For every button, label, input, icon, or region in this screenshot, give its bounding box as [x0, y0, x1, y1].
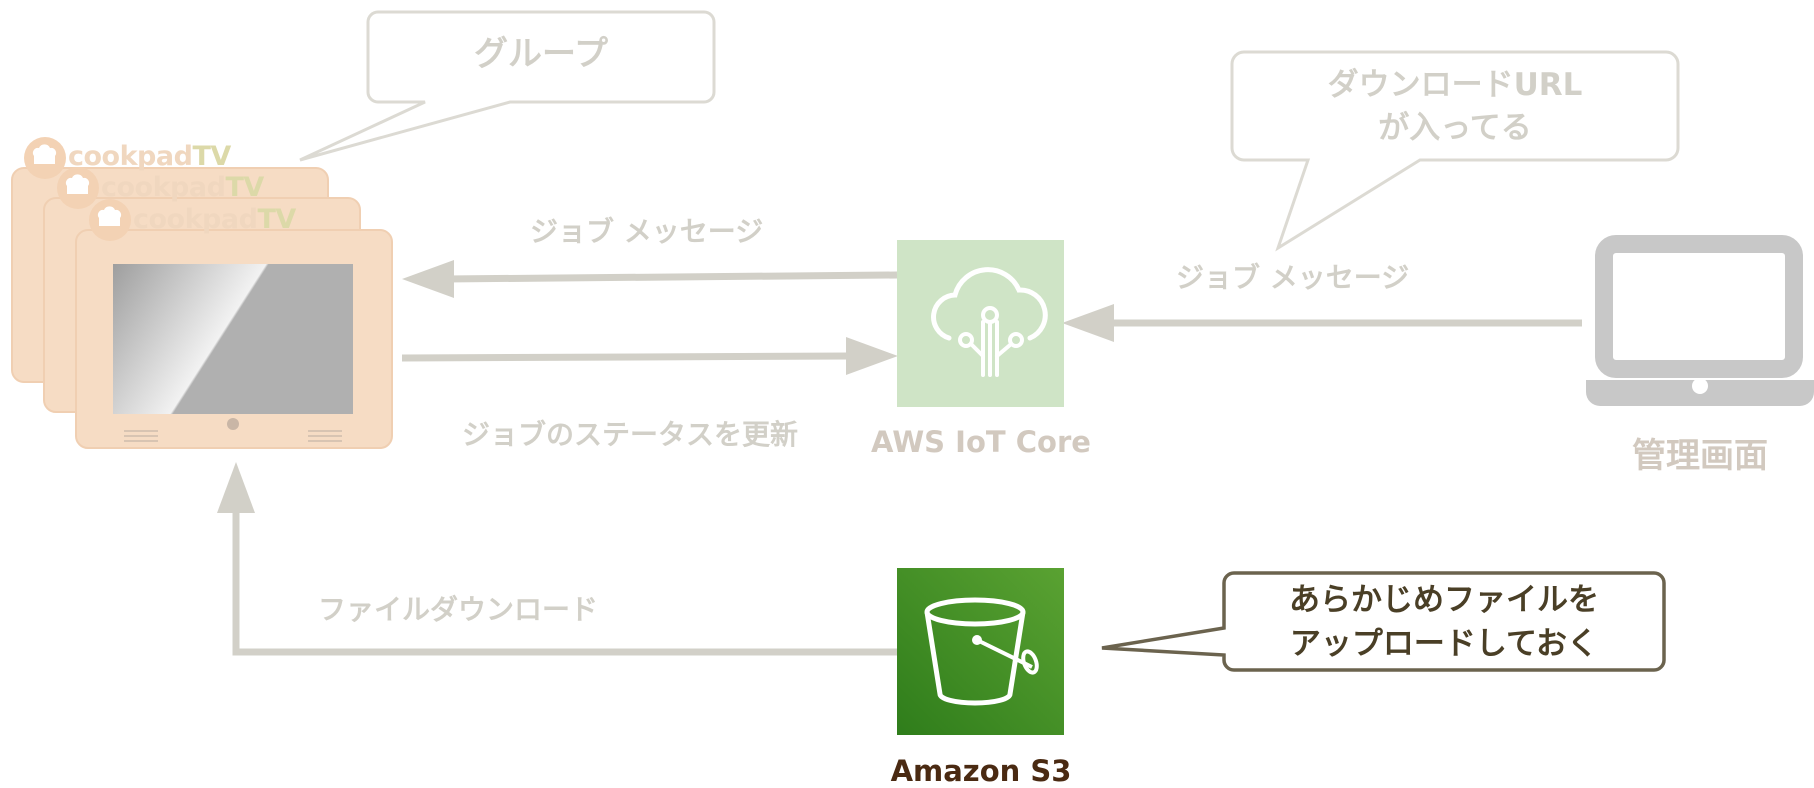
device-screen: [113, 264, 353, 414]
iot-core-icon: [897, 240, 1064, 407]
cookpad-tv-logo-1: [24, 137, 66, 179]
laptop-icon: [1586, 235, 1814, 406]
device-brand-2: cookpadTV: [101, 172, 264, 203]
label-job-status-update: ジョブのステータスを更新: [462, 418, 799, 451]
download-url-line2: が入ってる: [1378, 110, 1532, 147]
download-url-line1: ダウンロードURL: [1327, 67, 1583, 103]
device-stack: [11, 137, 393, 449]
iot-core-label: AWS IoT Core: [871, 425, 1091, 459]
admin-label: 管理画面: [1632, 436, 1768, 476]
group-bubble-text: グループ: [474, 34, 608, 74]
download-url-bubble-text: ダウンロードURL が入ってる: [1234, 64, 1676, 151]
device-speaker-left: [124, 430, 158, 442]
cookpad-tv-logo-3: [89, 199, 131, 241]
upload-bubble-text: あらかじめファイルを アップロードしておく: [1226, 578, 1662, 666]
arrow-file-download: [217, 462, 897, 656]
label-job-message-to-device: ジョブ メッセージ: [530, 215, 764, 248]
upload-line1: あらかじめファイルを: [1289, 582, 1599, 618]
device-front: [75, 229, 393, 449]
label-job-message-from-admin: ジョブ メッセージ: [1176, 261, 1410, 294]
upload-line2: アップロードしておく: [1289, 626, 1599, 663]
device-brand-3: cookpadTV: [133, 204, 296, 235]
group-bubble: [299, 10, 716, 162]
label-file-download: ファイルダウンロード: [318, 593, 599, 626]
s3-bucket-icon: [897, 568, 1064, 735]
device-speaker-right: [308, 430, 342, 442]
upload-bubble: [1101, 571, 1666, 672]
download-url-bubble: [1230, 50, 1680, 252]
s3-label: Amazon S3: [890, 754, 1072, 788]
cookpad-tv-logo-2: [57, 167, 99, 209]
arrow-job-message-from-admin: [1062, 304, 1582, 342]
device-camera: [227, 418, 239, 430]
device-brand-1: cookpadTV: [68, 141, 231, 172]
arrow-job-message-to-device: [402, 260, 898, 298]
arrow-job-status-update: [401, 337, 898, 375]
